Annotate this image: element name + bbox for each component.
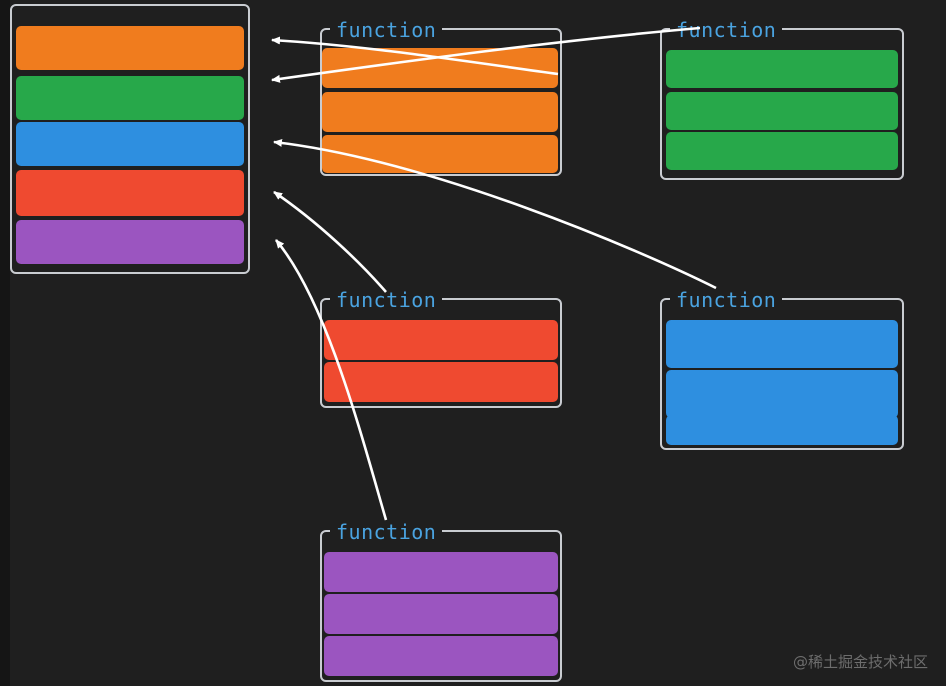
function-purple-bar-3 [324, 636, 558, 676]
function-green-bar-2 [666, 92, 898, 130]
function-orange-label: function [330, 18, 443, 42]
function-blue-bar-2 [666, 370, 898, 418]
stack-frame-blue [16, 122, 244, 166]
stack-frame-green [16, 76, 244, 120]
stack-frame-orange [16, 26, 244, 70]
function-blue-bar-1 [666, 320, 898, 368]
function-purple-label: function [330, 520, 443, 544]
function-green-label: function [670, 18, 783, 42]
function-orange-bar-3 [322, 135, 558, 173]
call-stack-box [10, 4, 250, 274]
function-red-label: function [330, 288, 443, 312]
function-red-bar-1 [324, 320, 558, 360]
function-blue-label: function [670, 288, 783, 312]
watermark: @稀土掘金技术社区 [792, 653, 928, 671]
function-purple-bar-2 [324, 594, 558, 634]
function-blue-bar-3 [666, 415, 898, 445]
stack-frame-red [16, 170, 244, 216]
function-purple-bar-1 [324, 552, 558, 592]
stack-frame-purple [16, 220, 244, 264]
function-green-bar-1 [666, 50, 898, 88]
left-edge-strip [0, 0, 10, 686]
function-orange-bar-2 [322, 92, 558, 132]
function-red-bar-2 [324, 362, 558, 402]
function-green-bar-3 [666, 132, 898, 170]
function-orange-bar-1 [322, 48, 558, 88]
arrow-to-red-frame [273, 190, 387, 293]
